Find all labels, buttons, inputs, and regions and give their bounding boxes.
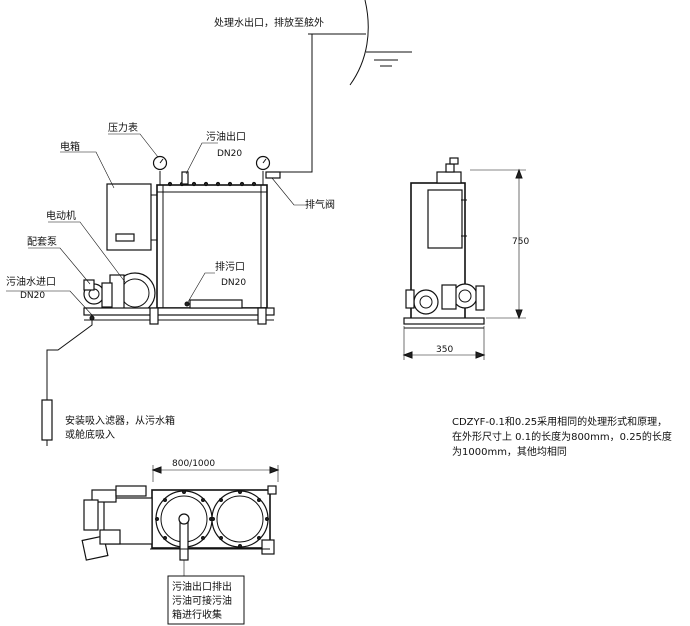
- label-drain-outlet-dn: DN20: [221, 278, 246, 288]
- label-motor: 电动机: [46, 209, 76, 222]
- pump: [83, 279, 113, 308]
- tank-flange-right-icon: [211, 490, 269, 548]
- exhaust-valve-icon: [265, 171, 281, 179]
- label-dirty-oil-outlet: 污油出口: [206, 130, 246, 143]
- note-line-2: 在外形尺寸上 0.1的长度为800mm，0.25的长度: [452, 430, 672, 443]
- front-view: [41, 155, 281, 446]
- dim-top-width: 800/1000: [172, 459, 215, 469]
- callout-line-3: 箱进行收集: [172, 608, 222, 621]
- suction-filter-icon: [41, 399, 53, 441]
- side-view: [403, 157, 485, 329]
- top-view-dimension: [151, 465, 280, 482]
- label-sewage-inlet: 污油水进口: [6, 275, 56, 288]
- side-electric-box: [427, 189, 463, 249]
- label-suction-filter-2: 或舱底吸入: [65, 428, 115, 441]
- label-suction-filter-1: 安装吸入滤器，从污水箱: [65, 414, 175, 427]
- suction-line: [46, 318, 93, 400]
- top-view: [81, 485, 277, 561]
- callout-box: [167, 560, 245, 625]
- label-drain-outlet: 排污口: [215, 260, 245, 273]
- drain-pipe: [189, 299, 243, 309]
- pressure-gauge-icon: [152, 155, 168, 185]
- note-line-3: 为1000mm，其他均相同: [452, 445, 567, 458]
- label-pump: 配套泵: [27, 235, 57, 248]
- tank-top-bolts: [167, 181, 257, 187]
- label-treated-water-outlet: 处理水出口，排放至舷外: [214, 16, 324, 29]
- label-dirty-oil-outlet-dn: DN20: [217, 149, 242, 159]
- tank-body: [156, 184, 268, 309]
- callout-line-2: 污油可接污油: [172, 594, 232, 607]
- dim-height: 750: [512, 237, 529, 247]
- base-frame: [83, 307, 275, 316]
- dirty-oil-outlet-fitting: [181, 171, 189, 185]
- pressure-gauge-right-icon: [255, 155, 271, 185]
- electric-motor: [109, 272, 156, 314]
- note-line-1: CDZYF-0.1和0.25采用相同的处理形式和原理，: [452, 415, 667, 428]
- label-pressure-gauge: 压力表: [108, 121, 138, 134]
- dimension-lines: [402, 168, 526, 360]
- label-electric-box: 电箱: [60, 140, 80, 153]
- dim-side-width: 350: [436, 345, 453, 355]
- overboard-pipe: [280, 0, 412, 173]
- callout-line-1: 污油出口排出: [172, 580, 232, 593]
- leader-lines: [6, 133, 308, 316]
- label-sewage-inlet-dn: DN20: [20, 291, 45, 301]
- label-exhaust-valve: 排气阀: [305, 198, 335, 211]
